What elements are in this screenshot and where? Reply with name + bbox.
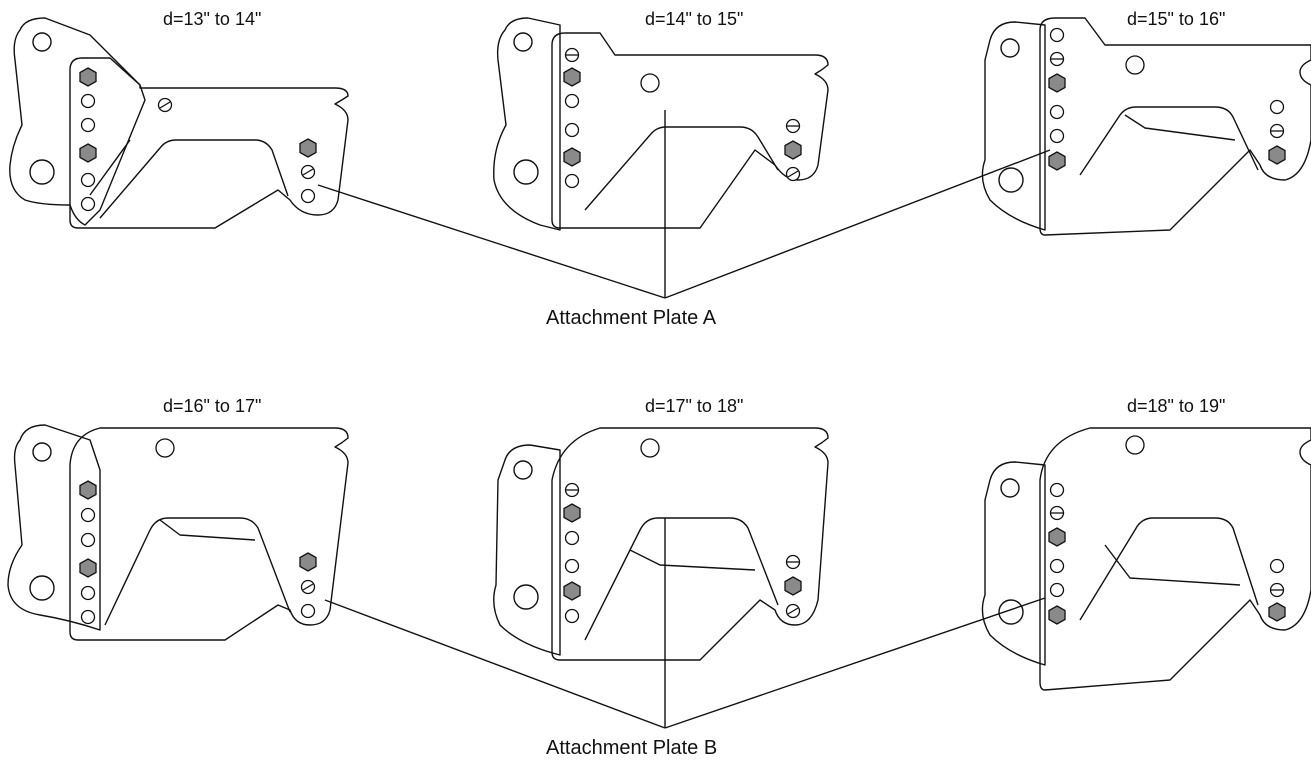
fasteners-b3 [1048,435,1286,625]
bracket-b1-back [7,424,101,631]
bracket-a1-back [9,17,146,226]
label-a2: d=14" to 15" [645,9,744,29]
leader-lines-a [317,110,1051,299]
fasteners-a3 [1048,27,1286,171]
plate-a3 [1039,17,1311,236]
plate-b1 [69,427,349,641]
label-a3: d=15" to 16" [1127,9,1226,29]
bracket-a2-back [493,17,561,231]
bracket-a3-back [981,21,1046,231]
bracket-b2-back [493,444,561,656]
plate-a1 [69,57,349,229]
leader-lines-b [324,518,1046,729]
fasteners-b1 [79,438,317,625]
fasteners-a1 [79,67,317,212]
plate-b3 [1039,427,1311,691]
plate-a2 [551,32,829,229]
callout-plate-a: Attachment Plate A [546,307,717,329]
fasteners-a2 [563,47,802,189]
bracket-b3-back [981,461,1046,666]
label-a1: d=13" to 14" [163,9,262,29]
label-b1: d=16" to 17" [163,396,262,416]
label-b2: d=17" to 18" [645,396,744,416]
fasteners-b2 [563,438,802,624]
plate-b2 [551,427,829,661]
label-b3: d=18" to 19" [1127,396,1226,416]
callout-plate-b: Attachment Plate B [546,737,718,759]
